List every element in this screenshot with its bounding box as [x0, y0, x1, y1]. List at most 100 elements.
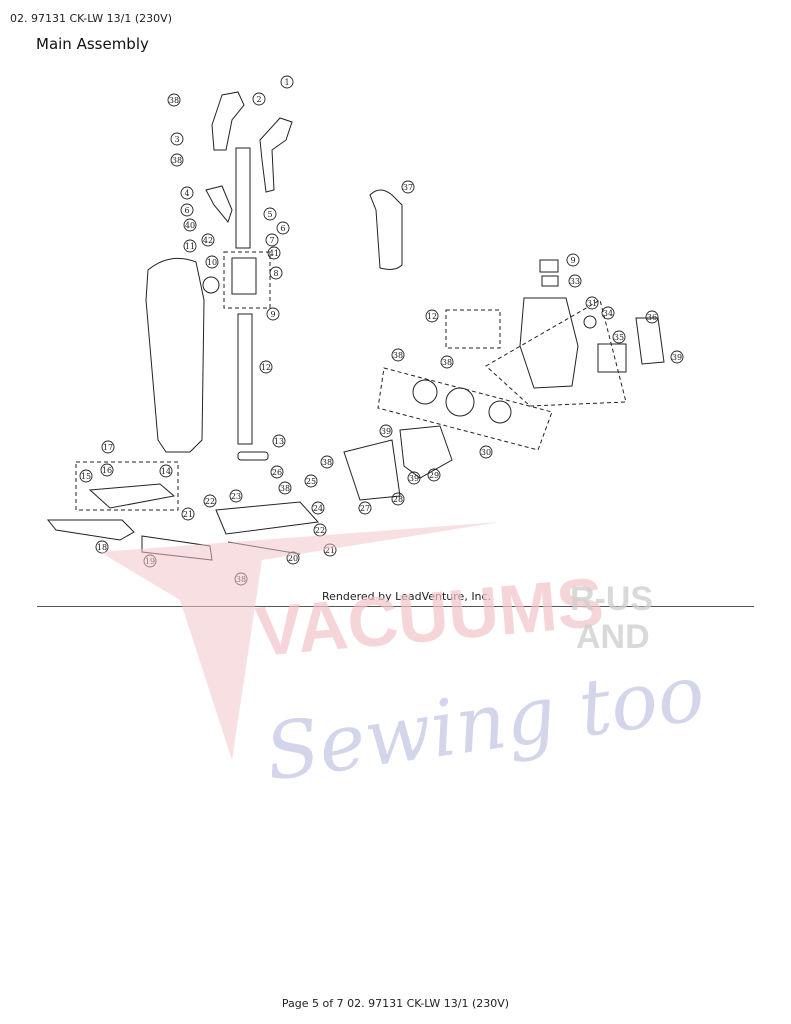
motor-housing-base	[485, 299, 627, 407]
callout-9b: 9	[566, 253, 580, 267]
callout-1: 1	[280, 75, 294, 89]
callout-label: 17	[103, 443, 113, 452]
bumper	[46, 519, 135, 541]
callout-38f: 38	[278, 481, 292, 495]
callout-label: 38	[172, 156, 182, 165]
callout-34: 34	[601, 306, 615, 320]
callout-label: 38	[322, 458, 332, 467]
header-document-ref: 02. 97131 CK-LW 13/1 (230V)	[10, 12, 172, 25]
callout-27: 27	[358, 501, 372, 515]
callout-label: 39	[672, 353, 682, 362]
callout-label: 22	[205, 497, 215, 506]
cap-ring	[541, 275, 559, 287]
callout-label: 42	[203, 236, 213, 245]
callout-6: 6	[180, 203, 194, 217]
callout-39c: 39	[407, 471, 421, 485]
callout-label: 10	[207, 258, 217, 267]
callout-label: 34	[603, 309, 613, 318]
handle-grip-left	[211, 91, 245, 151]
filter-grill	[635, 317, 665, 365]
callout-label: 39	[409, 474, 419, 483]
callout-label: 12	[427, 312, 437, 321]
callout-2: 2	[252, 92, 266, 106]
cap-top	[539, 259, 559, 273]
base-housing	[215, 501, 320, 535]
callout-label: 38	[393, 351, 403, 360]
callout-9: 9	[266, 307, 280, 321]
hose-hook	[205, 185, 233, 224]
callout-13: 13	[272, 434, 286, 448]
callout-22b: 22	[313, 523, 327, 537]
callout-label: 39	[381, 427, 391, 436]
callout-39: 39	[670, 350, 684, 364]
callout-label: 28	[393, 495, 403, 504]
callout-42: 42	[201, 233, 215, 247]
callout-label: 4	[184, 189, 189, 198]
callout-label: 40	[185, 221, 195, 230]
callout-16: 16	[100, 463, 114, 477]
callout-8: 8	[269, 266, 283, 280]
callout-label: 9	[270, 310, 275, 319]
callout-15: 15	[79, 469, 93, 483]
callout-38e: 38	[320, 455, 334, 469]
callout-label: 5	[267, 210, 272, 219]
callout-38b: 38	[170, 153, 184, 167]
callout-12: 12	[259, 360, 273, 374]
callout-29: 29	[427, 468, 441, 482]
callout-30: 30	[479, 445, 493, 459]
callout-label: 13	[274, 437, 284, 446]
wheel-group-box	[75, 461, 179, 511]
callout-label: 12	[261, 363, 271, 372]
callout-label: 38	[280, 484, 290, 493]
filter	[597, 343, 627, 373]
callout-40: 40	[183, 218, 197, 232]
dust-bag	[145, 257, 205, 453]
callout-41: 41	[267, 246, 281, 260]
callout-39b: 39	[379, 424, 393, 438]
callout-28: 28	[391, 492, 405, 506]
callout-38d: 38	[440, 355, 454, 369]
handle-grip-right	[259, 117, 293, 193]
callout-5: 5	[263, 207, 277, 221]
upper-tube	[235, 147, 251, 249]
callout-label: 21	[325, 546, 335, 555]
callout-25: 25	[304, 474, 318, 488]
brush-group-box	[445, 309, 501, 349]
callout-label: 25	[306, 477, 316, 486]
bag-ring	[202, 276, 220, 294]
callout-label: 36	[647, 313, 657, 322]
callout-33: 33	[568, 274, 582, 288]
callout-label: 20	[288, 554, 298, 563]
callout-label: 8	[273, 269, 278, 278]
footer-page-text: Page 5 of 7 02. 97131 CK-LW 13/1 (230V)	[281, 997, 510, 1010]
callout-26: 26	[270, 465, 284, 479]
callout-6b: 6	[276, 221, 290, 235]
callout-label: 7	[269, 236, 274, 245]
callout-35: 35	[612, 330, 626, 344]
fan-left	[412, 379, 438, 405]
callout-37: 37	[401, 180, 415, 194]
callout-label: 18	[97, 543, 107, 552]
callout-38g: 38	[234, 572, 248, 586]
callout-22: 22	[203, 494, 217, 508]
callout-23: 23	[229, 489, 243, 503]
callout-label: 23	[231, 492, 241, 501]
callout-label: 33	[570, 277, 580, 286]
callout-label: 35	[614, 333, 624, 342]
callout-label: 22	[315, 526, 325, 535]
armature	[445, 387, 475, 417]
callout-label: 21	[183, 510, 193, 519]
switch-body	[231, 257, 257, 295]
callout-21b: 21	[323, 543, 337, 557]
callout-label: 29	[429, 471, 439, 480]
motor	[399, 425, 453, 479]
callout-20: 20	[286, 551, 300, 565]
motor-assembly-box	[377, 367, 553, 451]
callout-label: 38	[169, 96, 179, 105]
callout-label: 37	[403, 183, 413, 192]
callout-17: 17	[101, 440, 115, 454]
motor-housing	[519, 297, 579, 389]
callout-10: 10	[205, 255, 219, 269]
callout-12b: 12	[425, 309, 439, 323]
switch-housing	[223, 251, 271, 309]
